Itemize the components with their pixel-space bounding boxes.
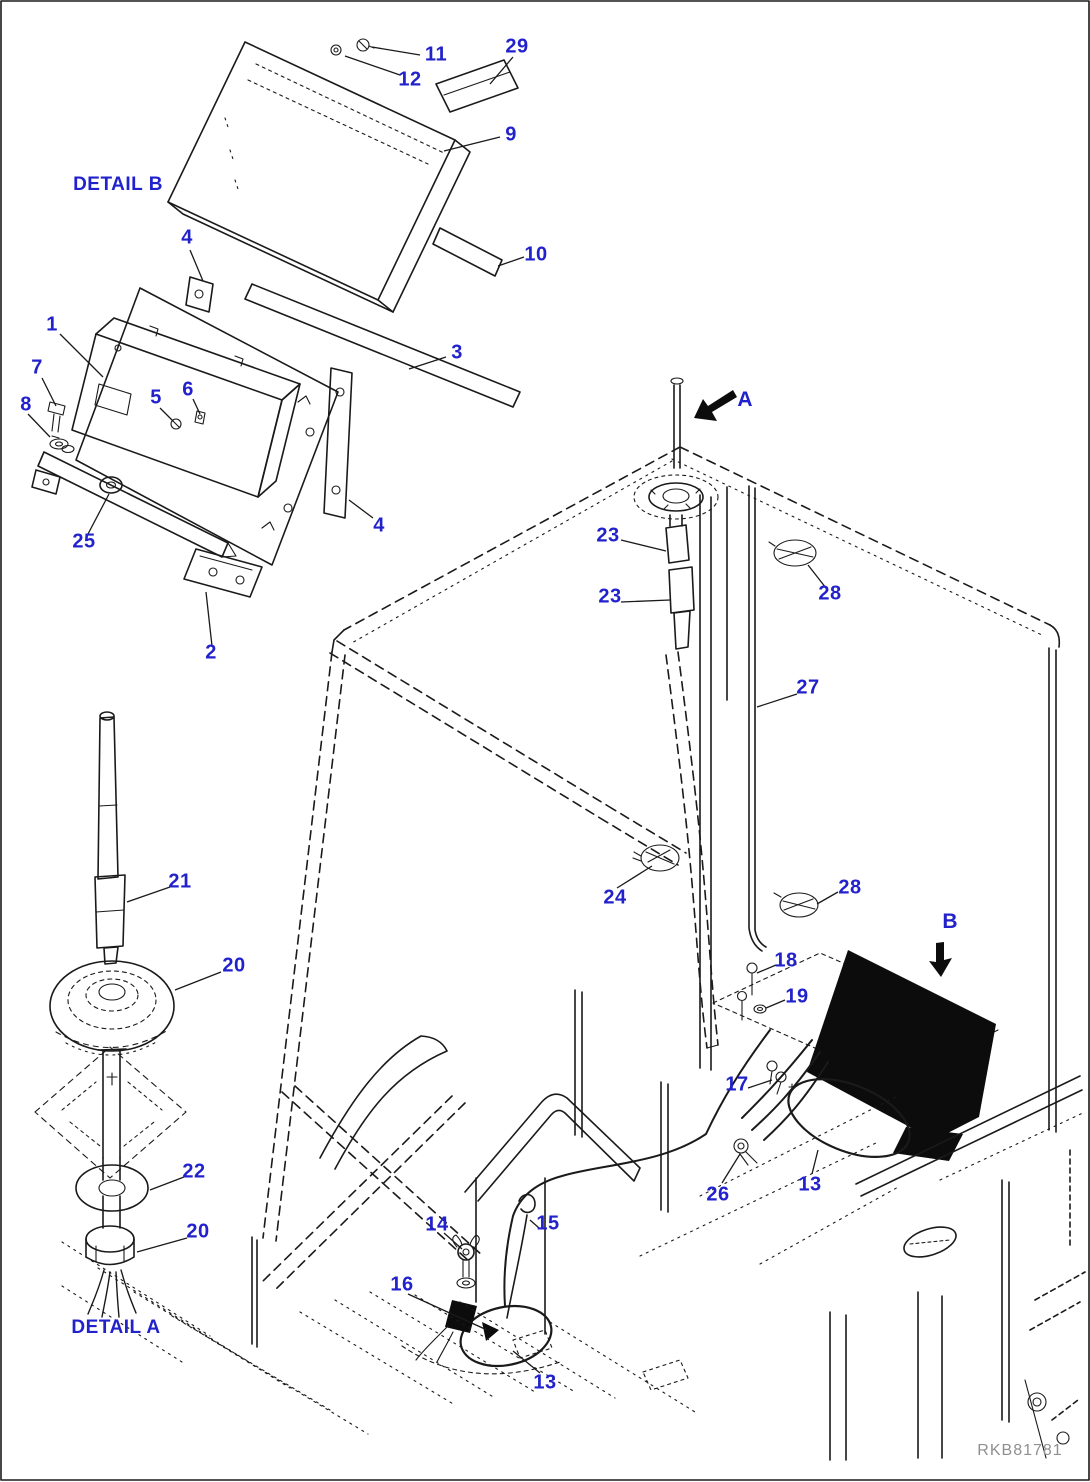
washer-8-icon xyxy=(49,438,75,454)
callout-20: 20 xyxy=(186,1220,210,1243)
deck-structure xyxy=(61,1075,1086,1461)
cable-conduit-27 xyxy=(748,485,767,952)
antenna-cable xyxy=(665,651,719,1049)
ground-point-16 xyxy=(401,1300,561,1375)
callout-17: 17 xyxy=(725,1073,749,1096)
callout-29: 29 xyxy=(505,35,529,58)
callout-6: 6 xyxy=(182,378,194,401)
callout-13: 13 xyxy=(533,1371,557,1394)
detail-a-label: DETAIL A xyxy=(71,1317,161,1338)
callout-8: 8 xyxy=(20,393,32,416)
connector-23-upper xyxy=(665,524,690,564)
callout-22: 22 xyxy=(182,1160,206,1183)
radio-mount-plate xyxy=(712,952,999,1083)
callout-10: 10 xyxy=(524,243,548,266)
callout-20: 20 xyxy=(222,954,246,977)
callout-13: 13 xyxy=(798,1173,822,1196)
washer-12-icon xyxy=(330,44,342,56)
clamp-28-lower-icon xyxy=(773,892,819,918)
leader-lines xyxy=(27,46,839,1374)
callout-26: 26 xyxy=(706,1183,730,1206)
callout-7: 7 xyxy=(31,356,43,379)
view-a-label: A xyxy=(737,388,753,411)
view-b-arrow-icon xyxy=(929,942,952,977)
roof-cutout xyxy=(34,1046,187,1179)
mounting-plate xyxy=(75,287,339,566)
callout-1: 1 xyxy=(46,313,58,336)
terminal-15-icon xyxy=(506,1193,536,1319)
callout-5: 5 xyxy=(150,386,162,409)
strap-4 xyxy=(323,367,353,519)
antenna-wires xyxy=(87,1269,137,1318)
screw-11-icon xyxy=(356,38,375,52)
callout-19: 19 xyxy=(785,985,809,1008)
connector-17-icon xyxy=(766,1060,796,1095)
nut-20 xyxy=(85,1225,135,1266)
gasket-22 xyxy=(75,1157,149,1229)
screw-5-icon xyxy=(170,418,182,430)
clip-26-icon xyxy=(733,1138,758,1166)
callout-12: 12 xyxy=(398,68,422,91)
radio-unit xyxy=(167,41,471,313)
callout-27: 27 xyxy=(796,676,820,699)
clamp-24-icon xyxy=(632,844,680,872)
view-b-label: B xyxy=(942,910,958,933)
callout-4: 4 xyxy=(181,226,193,249)
strap-10 xyxy=(432,227,503,277)
connector-23-lower xyxy=(668,566,695,650)
screw-6-icon xyxy=(194,410,206,425)
callout-23: 23 xyxy=(598,585,622,608)
cable-harness-13 xyxy=(459,1029,911,1368)
cab-frame xyxy=(251,446,1061,1348)
view-a-arrow-icon xyxy=(694,390,737,421)
callout-28: 28 xyxy=(838,876,862,899)
drawing-number: RKB81781 xyxy=(977,1442,1063,1459)
callout-15: 15 xyxy=(536,1212,560,1235)
callout-25: 25 xyxy=(72,530,96,553)
callout-3: 3 xyxy=(451,341,463,364)
callout-11: 11 xyxy=(424,43,448,66)
wing-bolt-14-icon xyxy=(452,1234,480,1289)
callout-21: 21 xyxy=(168,870,192,893)
bolt-18-icon xyxy=(736,962,758,1021)
strap-3 xyxy=(244,283,521,408)
bracket-2 xyxy=(31,451,263,598)
antenna-mast-21 xyxy=(94,711,126,965)
callout-2: 2 xyxy=(205,641,217,664)
callout-14: 14 xyxy=(425,1213,449,1236)
washer-19-icon xyxy=(753,1004,767,1014)
callout-23: 23 xyxy=(596,524,620,547)
callout-16: 16 xyxy=(390,1273,414,1296)
callout-4: 4 xyxy=(373,514,385,537)
callout-24: 24 xyxy=(603,886,627,909)
antenna-installed xyxy=(633,377,719,527)
plate-29 xyxy=(435,59,519,113)
radio-bracket-1 xyxy=(71,317,301,498)
callout-18: 18 xyxy=(774,949,798,972)
bolt-7-icon xyxy=(47,401,66,439)
clip-4 xyxy=(185,276,214,313)
callout-28: 28 xyxy=(818,582,842,605)
detail-b-label: DETAIL B xyxy=(73,174,163,195)
washer-25-icon xyxy=(99,476,123,494)
antenna-base-20 xyxy=(49,960,175,1159)
callout-9: 9 xyxy=(505,123,517,146)
clamp-28-upper-icon xyxy=(768,539,817,567)
